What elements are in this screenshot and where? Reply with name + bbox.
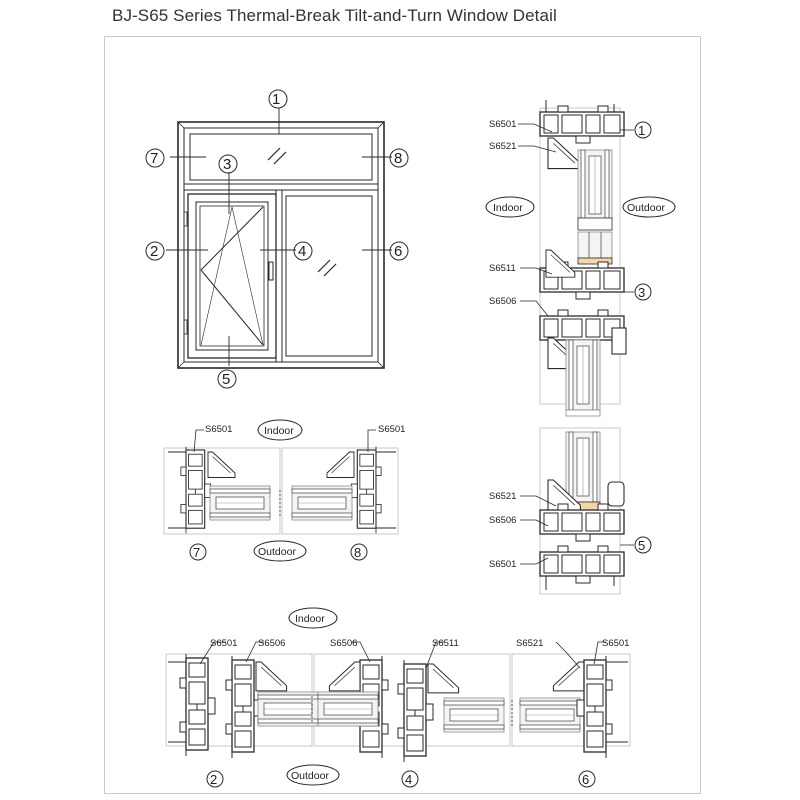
vsec-code-s6506-top: S6506 (489, 296, 516, 307)
s78-outdoor-label: Outdoor (258, 546, 296, 558)
s246-callout-6-circle (578, 770, 596, 788)
vsec-callout-1: 1 (638, 123, 645, 138)
s78-code-s6501-right: S6501 (378, 424, 405, 435)
vsec-callout-5-circle (634, 536, 652, 554)
callout-5: 5 (222, 371, 230, 388)
s246-callout-4: 4 (405, 772, 412, 787)
s246-indoor-oval (288, 607, 338, 629)
s78-indoor-label: Indoor (264, 425, 294, 437)
vsec-indoor-label: Indoor (493, 202, 523, 214)
callout-3: 3 (223, 156, 231, 173)
callout-2: 2 (150, 243, 158, 260)
callout-6: 6 (394, 243, 402, 260)
drawing-sheet (104, 36, 701, 794)
vsec-outdoor-oval (622, 196, 676, 218)
s246-code-s6506-mid: S6506 (330, 638, 357, 649)
vsec-callout-5: 5 (638, 538, 645, 553)
vsec-code-s6501-bottom: S6501 (489, 559, 516, 570)
vsec-callout-3: 3 (638, 285, 645, 300)
callout-1-circle (268, 89, 288, 109)
s78-outdoor-oval (253, 540, 307, 562)
vsec-indoor-oval (485, 196, 535, 218)
window-elevation (166, 108, 392, 369)
s78-callout-8: 8 (354, 545, 361, 560)
s246-callout-2-circle (206, 770, 224, 788)
s246-code-s6511: S6511 (432, 638, 459, 649)
section-2-4-6: Indoor Outdoor 2 4 6 S6501 S6506 S6506 S… (165, 607, 631, 788)
callout-7: 7 (150, 150, 158, 167)
elevation-callouts: 1 7 8 3 2 4 6 5 (145, 89, 409, 389)
vsec-code-s6521-top: S6521 (489, 141, 516, 152)
s246-outdoor-label: Outdoor (291, 770, 329, 782)
s246-outdoor-oval (286, 764, 340, 786)
vsec-callout-3-circle (634, 283, 652, 301)
s246-code-s6501-right: S6501 (602, 638, 629, 649)
s246-indoor-label: Indoor (295, 613, 325, 625)
s78-callout-7: 7 (193, 545, 200, 560)
s246-code-s6521: S6521 (516, 638, 543, 649)
callout-2-circle (145, 241, 165, 261)
s246-callout-6: 6 (582, 772, 589, 787)
s246-code-s6501-left: S6501 (210, 638, 237, 649)
callout-4-circle (293, 241, 313, 261)
callout-5-circle (217, 369, 237, 389)
callout-1: 1 (272, 91, 280, 108)
s78-callout-7-circle (189, 543, 207, 561)
s78-code-s6501-left: S6501 (205, 424, 232, 435)
vertical-section: 1 3 5 Indoor Outdoor S6501 S6521 S6511 S… (485, 100, 676, 595)
s246-callout-4-circle (401, 770, 419, 788)
s246-code-s6506-left: S6506 (258, 638, 285, 649)
callout-7-circle (145, 148, 165, 168)
s78-callout-8-circle (350, 543, 368, 561)
vsec-code-s6521-bottom: S6521 (489, 491, 516, 502)
callout-6-circle (389, 241, 409, 261)
vsec-code-s6511: S6511 (489, 263, 516, 274)
callout-8: 8 (394, 150, 402, 167)
page-title: BJ-S65 Series Thermal-Break Tilt-and-Tur… (112, 6, 557, 25)
section-7-8: Indoor Outdoor 7 8 S6501 S6501 (163, 419, 405, 562)
callout-3-circle (218, 154, 238, 174)
s246-callout-2: 2 (210, 772, 217, 787)
vsec-outdoor-label: Outdoor (627, 202, 665, 214)
vsec-callout-1-circle (634, 121, 652, 139)
callout-8-circle (389, 148, 409, 168)
vsec-code-s6501-top: S6501 (489, 119, 516, 130)
s78-indoor-oval (257, 419, 303, 441)
callout-4: 4 (298, 243, 306, 260)
vsec-code-s6506-bottom: S6506 (489, 515, 516, 526)
